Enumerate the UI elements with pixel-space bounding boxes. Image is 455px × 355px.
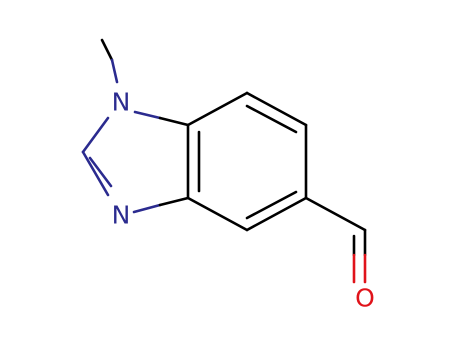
bond-c2-n3 <box>81 150 110 197</box>
atom-n3-label: N <box>112 201 131 230</box>
atom-o-label: O <box>355 284 375 313</box>
bond-c4-c3a <box>186 196 249 232</box>
bond-c7-c6 <box>245 91 308 127</box>
bond-c5-c4 <box>245 196 308 232</box>
bond-n1-c7a-colored <box>133 110 162 120</box>
bond-c7-c6-inner <box>245 104 298 134</box>
bond-n1-c7a <box>158 116 190 127</box>
bond-c5-c4-inner <box>245 190 298 220</box>
bond-methyl-n1-colored <box>110 58 119 84</box>
bond-c2-n3-inner <box>88 156 113 188</box>
bond-n3-c3a-colored <box>132 203 162 214</box>
bond-n1-c2 <box>81 116 110 154</box>
bond-n3-c3a <box>158 196 190 207</box>
atom-n1-label: N <box>112 88 131 117</box>
bond-c7a-c7 <box>186 91 249 127</box>
bond-methyl-n1 <box>100 38 114 62</box>
bond-c5-cho <box>304 196 367 232</box>
